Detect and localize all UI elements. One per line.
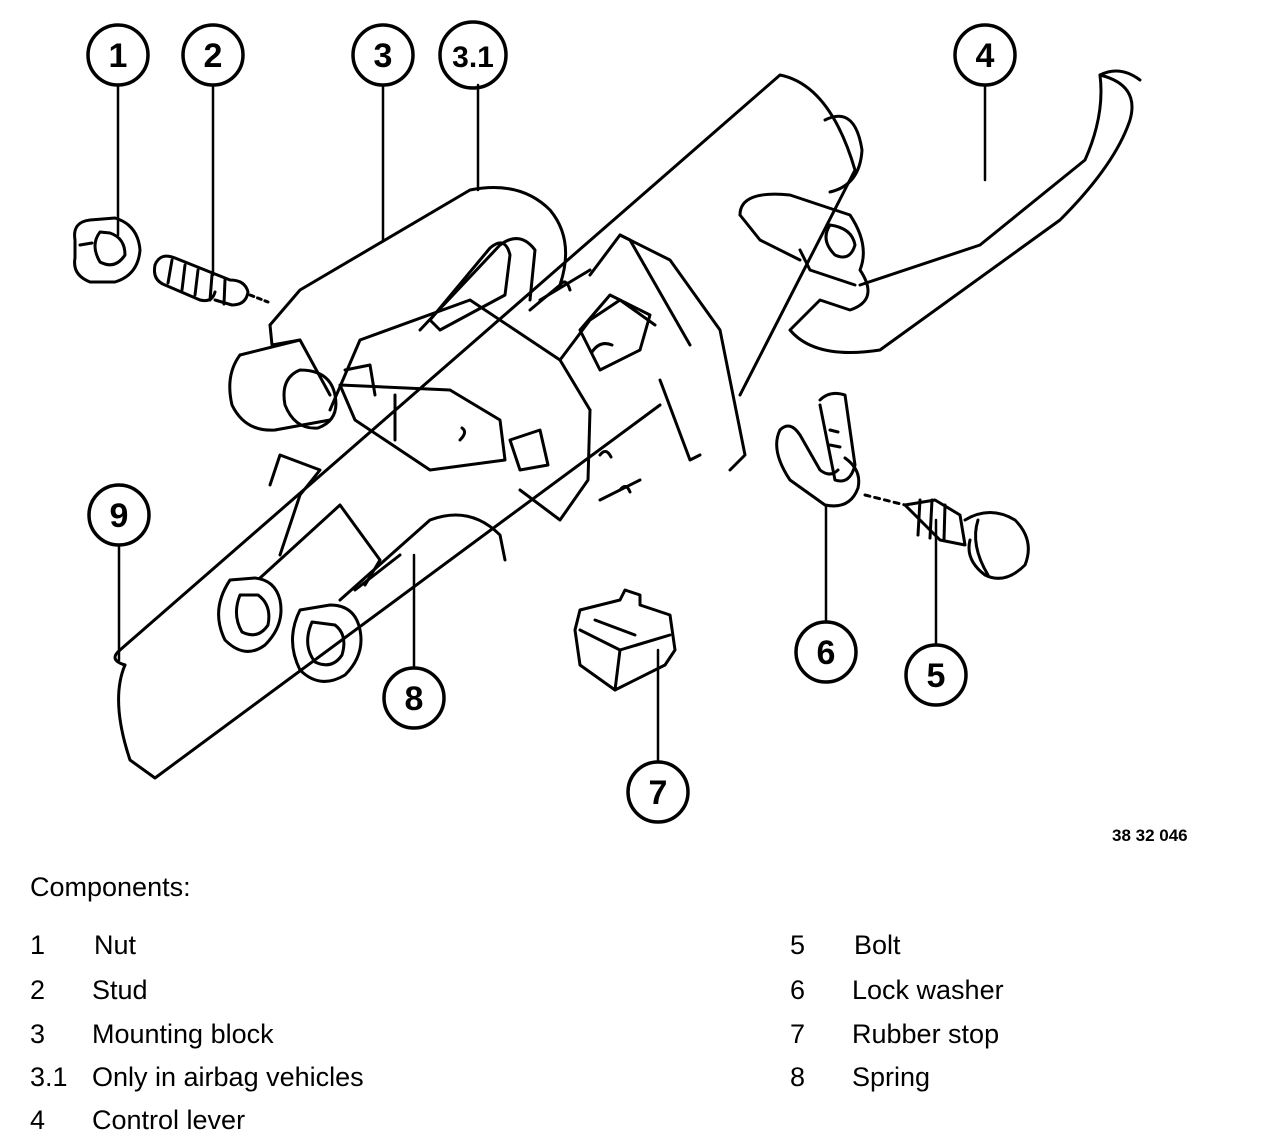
callout-1: 1 xyxy=(109,37,128,75)
spring xyxy=(217,453,507,683)
legend-item-number: 2 xyxy=(30,975,46,1005)
legend-item-number: 3 xyxy=(30,1019,46,1049)
exploded-parts-diagram: 1 2 3 3.1 4 5 6 7 8 9 xyxy=(73,20,1142,824)
column-bracket xyxy=(538,233,747,502)
callout-7: 7 xyxy=(649,774,668,812)
leader-lines xyxy=(116,83,987,764)
nut xyxy=(73,216,142,284)
legend-item-number: 5 xyxy=(790,930,806,960)
callout-9: 9 xyxy=(110,497,129,535)
callout-4: 4 xyxy=(976,37,995,75)
control-lever xyxy=(738,69,1142,354)
legend-item-label: Lock washer xyxy=(852,975,1004,1005)
lock-washer xyxy=(775,391,907,508)
legend-item-number: 3.1 xyxy=(30,1062,68,1092)
legend-item-number: 7 xyxy=(790,1019,806,1049)
callout-3: 3 xyxy=(374,37,393,75)
mounting-block xyxy=(228,186,657,522)
callout-2: 2 xyxy=(204,37,223,75)
callout-6: 6 xyxy=(817,634,836,672)
legend-item-label: Spring xyxy=(852,1062,931,1092)
callout-circles xyxy=(86,20,1017,824)
stud xyxy=(153,254,270,307)
legend-item-number: 1 xyxy=(30,930,46,960)
steering-column-tube xyxy=(113,73,864,780)
callout-3-1: 3.1 xyxy=(452,41,494,74)
legend-item-number: 6 xyxy=(790,975,806,1005)
legend-item-number: 4 xyxy=(30,1105,46,1135)
legend-title: Components: xyxy=(30,872,191,902)
legend-item-label: Only in airbag vehicles xyxy=(92,1062,364,1092)
legend-item-label: Mounting block xyxy=(92,1019,274,1049)
legend-item-label: Rubber stop xyxy=(852,1019,1000,1049)
legend-item-label: Stud xyxy=(92,975,148,1005)
figure-reference-number: 38 32 046 xyxy=(1112,826,1188,845)
legend-item-number: 8 xyxy=(790,1062,806,1092)
callout-8: 8 xyxy=(405,680,424,718)
legend-item-label: Nut xyxy=(94,930,137,960)
callout-5: 5 xyxy=(927,657,946,695)
legend-item-label: Bolt xyxy=(854,930,901,960)
rubber-stop xyxy=(573,588,677,692)
bolt xyxy=(903,498,1030,580)
legend-item-label: Control lever xyxy=(92,1105,246,1135)
